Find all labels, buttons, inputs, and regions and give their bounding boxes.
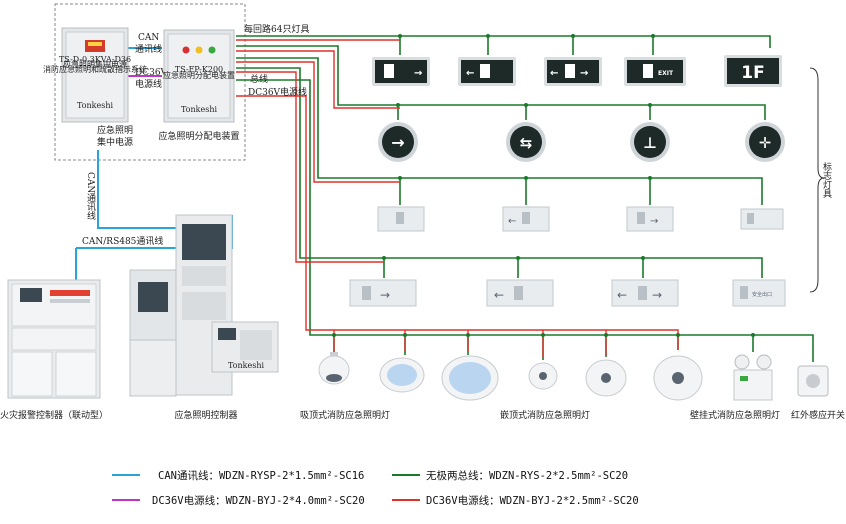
sign-lamps-label: 标志灯具	[821, 161, 832, 199]
flat-sign-row2-2: ←	[486, 279, 554, 307]
dc36-label-2: 电源线	[135, 78, 162, 90]
flat-sign-row1-4	[740, 208, 784, 230]
brand-mark-1: Tonkeshi	[77, 101, 114, 110]
round-arrow-three-icon: ⊥	[643, 134, 657, 152]
legend: CAN通讯线：WDZN-RYSP-2*1.5mm²-SC16 无极两总线：WDZ…	[112, 469, 639, 507]
flat2-arrow-left-icon-2: ←	[617, 288, 627, 302]
flat-sign-row1-2: ←	[502, 206, 550, 232]
panel-text-1: TS-D-0.3KVA-D36	[59, 55, 131, 64]
round-arrow-both-icon: ⇆	[520, 134, 533, 152]
floor-sign-1f: 1F	[724, 55, 782, 87]
can-vertical-label: CAN通讯线	[85, 172, 96, 220]
dist-panel-text-2: 应急照明分配电装置	[163, 70, 235, 80]
can-label-2: 通讯线	[135, 43, 162, 55]
legend-text-can: CAN通讯线：WDZN-RYSP-2*1.5mm²-SC16	[158, 469, 364, 482]
central-power-label-1: 应急照明	[97, 124, 133, 136]
lamps-per-loop-label: 每回路64只灯具	[244, 23, 309, 35]
can-rs485-label: CAN/RS485通讯线	[82, 235, 163, 247]
exit-sign-2: ←	[458, 57, 516, 86]
flat-sign-row2-4: 安全出口	[732, 279, 786, 307]
floor-sign-text: 1F	[741, 63, 764, 83]
brand-mark-3: Tonkeshi	[228, 361, 265, 370]
brand-mark-2: Tonkeshi	[181, 105, 218, 114]
flat-sign-row1-1	[377, 206, 425, 232]
round-sign-three-way: ⊥	[630, 122, 670, 162]
emergency-controller-label: 应急照明控制器	[174, 409, 237, 421]
embedded-light-3	[653, 355, 703, 401]
flat2-arrow-right-icon: →	[380, 288, 390, 302]
ceiling-light-label: 吸顶式消防应急照明灯	[300, 409, 390, 421]
flat-sign-row2-1: →	[349, 279, 417, 307]
round-sign-leftright: ⇆	[506, 122, 546, 162]
safety-exit-text: 安全出口	[752, 291, 772, 298]
power-enclosure	[54, 3, 246, 161]
can-label-1: CAN	[138, 33, 159, 43]
flat2-arrow-left-icon: ←	[494, 288, 504, 302]
central-power-label-2: 集中电源	[97, 136, 133, 148]
distribution-device: TS-FP-K200 应急照明分配电装置 Tonkeshi	[163, 29, 235, 123]
flat2-arrow-right-icon-2: →	[652, 288, 662, 302]
exit-text: EXIT	[658, 70, 674, 77]
arrow-left-icon-2: ←	[550, 68, 558, 79]
embedded-light-2	[585, 359, 627, 397]
flat-arrow-left-icon: ←	[508, 216, 516, 227]
dc36-label-1: DC36V	[135, 68, 168, 78]
panel-text-2: 应急照明集中电源	[63, 59, 127, 69]
arrow-left-icon: ←	[466, 68, 474, 79]
round-arrow-right-icon: →	[391, 133, 404, 152]
wall-light-label: 壁挂式消防应急照明灯	[690, 409, 780, 421]
emergency-controller-wall: Tonkeshi	[211, 321, 279, 373]
junction-dots	[332, 34, 755, 337]
legend-text-dc36-purple: DC36V电源线：WDZN-BYJ-2*4.0mm²-SC20	[152, 494, 365, 507]
ceiling-light-3	[441, 355, 499, 401]
ceiling-light-1	[318, 352, 350, 385]
embedded-light-label: 嵌顶式消防应急照明灯	[500, 409, 590, 421]
bus-wiring	[236, 35, 814, 362]
dist-panel-text-1: TS-FP-K200	[175, 65, 223, 74]
exit-sign-1: →	[372, 57, 430, 86]
wall-light	[733, 354, 773, 401]
panel-text-3: 消防应急照明和疏散指示系统	[43, 64, 147, 74]
ir-switch	[797, 365, 829, 397]
central-power-supply: TS-D-0.3KVA-D36 应急照明集中电源 消防应急照明和疏散指示系统 T…	[43, 27, 147, 123]
emergency-controller-desk	[129, 269, 177, 397]
round-sign-four-way: ✛	[745, 122, 785, 162]
legend-text-dc36-red: DC36V电源线：WDZN-BYJ-2*2.5mm²-SC20	[426, 494, 639, 507]
ceiling-light-2	[379, 357, 425, 393]
exit-sign-3: ← →	[544, 57, 602, 86]
ir-switch-label: 红外感应开关	[791, 409, 845, 421]
flat-sign-row2-3: ← →	[611, 279, 679, 307]
sign-lamps-brace	[809, 67, 825, 293]
embedded-light-1	[528, 362, 558, 390]
legend-text-bus: 无极两总线：WDZN-RYS-2*2.5mm²-SC20	[426, 469, 628, 482]
distribution-device-label: 应急照明分配电装置	[158, 130, 239, 142]
arrow-right-icon-2: →	[580, 68, 588, 79]
exit-sign-4: EXIT	[624, 57, 686, 86]
fire-controller-label: 火灾报警控制器（联动型）	[0, 409, 108, 421]
round-sign-right: →	[378, 122, 418, 162]
bus-line-label: 总线	[250, 73, 268, 85]
dc36-red-label: DC36V电源线	[248, 86, 307, 98]
arrow-right-icon: →	[414, 68, 422, 79]
round-arrow-four-icon: ✛	[759, 134, 772, 152]
fire-alarm-controller	[7, 279, 101, 399]
flat-arrow-right-icon: →	[650, 216, 658, 227]
flat-sign-row1-3: →	[626, 206, 674, 232]
